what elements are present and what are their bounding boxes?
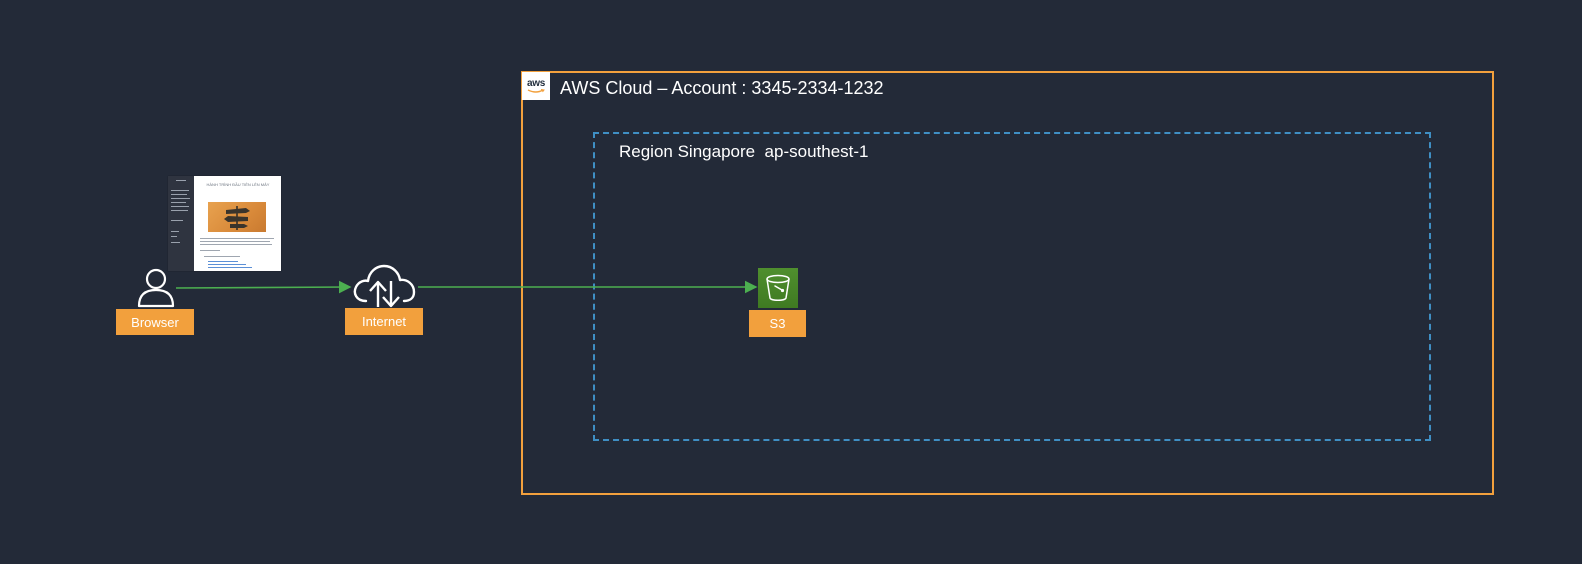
aws-smile-icon	[527, 88, 545, 93]
user-icon	[135, 266, 177, 308]
connector-browser-internet	[175, 280, 352, 294]
s3-bucket-icon	[758, 268, 798, 308]
aws-logo-icon: aws	[522, 72, 550, 100]
aws-cloud-label: AWS Cloud – Account : 3345-2334-1232	[560, 78, 884, 98]
region-group	[593, 132, 1431, 441]
website-preview-title: HÀNH TRÌNH ĐẦU TIÊN LÊN MÂY	[206, 182, 270, 187]
signpost-icon	[224, 206, 250, 230]
browser-label: Browser	[116, 309, 194, 335]
website-preview-thumbnail: HÀNH TRÌNH ĐẦU TIÊN LÊN MÂY	[168, 176, 281, 271]
website-preview-content: HÀNH TRÌNH ĐẦU TIÊN LÊN MÂY	[194, 176, 281, 271]
internet-label: Internet	[345, 308, 423, 335]
aws-cloud-group	[521, 71, 1494, 495]
aws-logo-text: aws	[526, 77, 545, 89]
website-preview-image	[208, 202, 266, 232]
website-preview-sidebar	[168, 176, 194, 271]
region-label: Region Singapore ap-southest-1	[619, 142, 869, 161]
cloud-upload-download-icon	[350, 261, 418, 309]
s3-label: S3	[749, 310, 806, 337]
